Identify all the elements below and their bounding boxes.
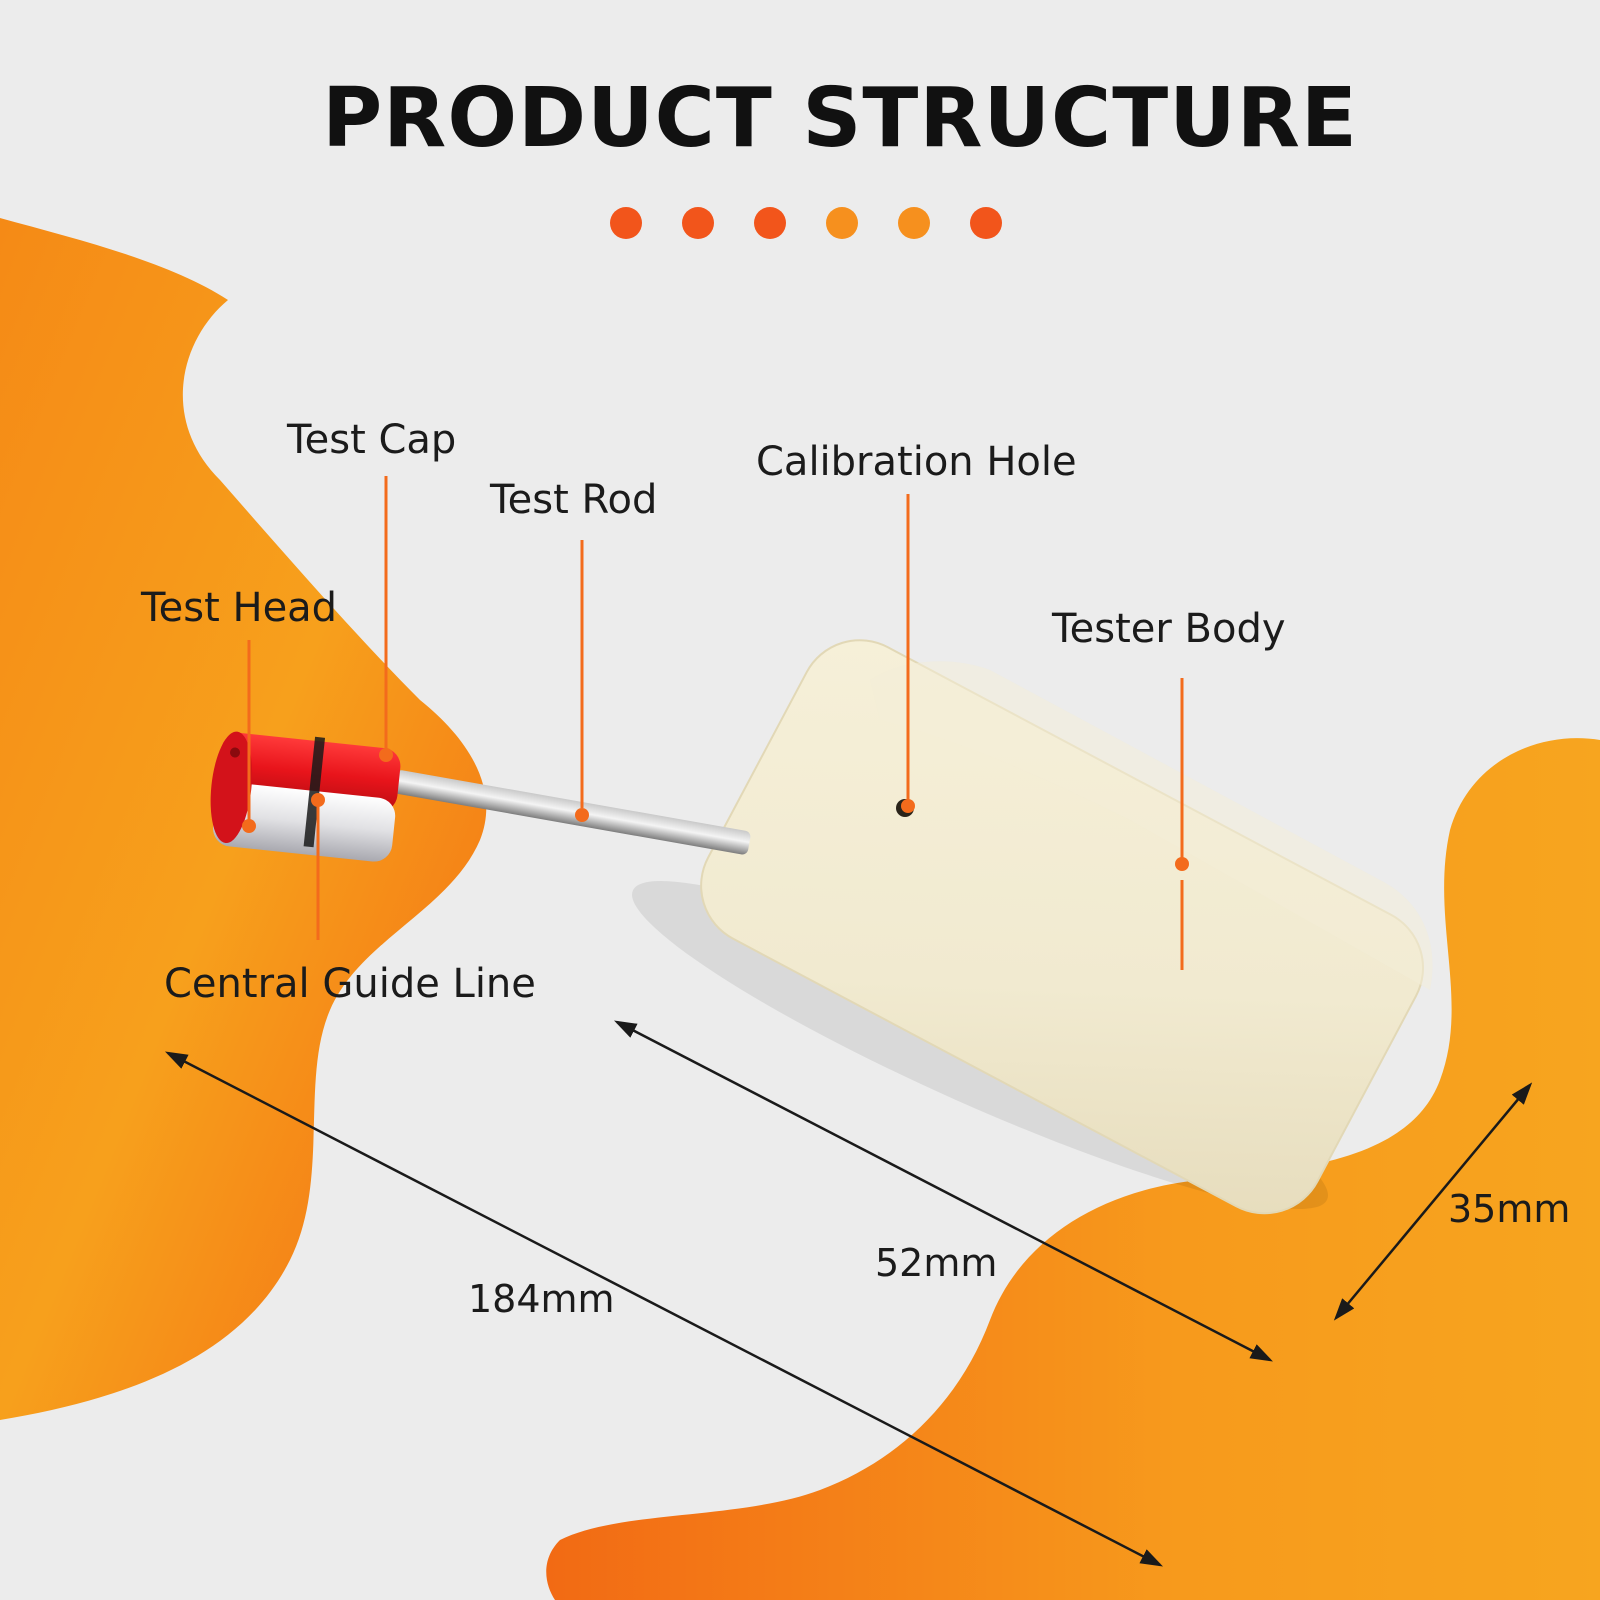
- body-length-arrow: [614, 1020, 1273, 1362]
- label-calibration-hole: Calibration Hole: [756, 439, 1077, 485]
- label-central-guide-line: Central Guide Line: [164, 961, 536, 1007]
- dimension-body-width: 35mm: [1448, 1187, 1571, 1231]
- tester-body-dot: [1175, 857, 1189, 871]
- decoration-dot: [826, 207, 858, 239]
- calibration-hole-dot: [901, 799, 915, 813]
- central-guide-line-dot: [311, 793, 325, 807]
- test-rod-dot: [575, 808, 589, 822]
- decoration-dot: [610, 207, 642, 239]
- tester-body-top-face: [870, 661, 1433, 990]
- leader-lines: [247, 476, 1184, 970]
- title-decoration-dots: [610, 207, 1010, 241]
- label-test-head: Test Head: [141, 585, 338, 631]
- leader-dots: [242, 748, 1189, 871]
- dimension-overall-length: 184mm: [468, 1277, 615, 1321]
- label-test-cap: Test Cap: [287, 417, 457, 463]
- decoration-dot: [754, 207, 786, 239]
- test-rod: [393, 770, 751, 855]
- test-head-assembly: [210, 731, 401, 862]
- decoration-dot: [682, 207, 714, 239]
- dimension-body-length: 52mm: [875, 1241, 998, 1285]
- decoration-dot: [898, 207, 930, 239]
- decoration-dot: [970, 207, 1002, 239]
- test-cap-dot: [379, 748, 393, 762]
- label-tester-body: Tester Body: [1052, 606, 1286, 652]
- orange-blob-right: [546, 738, 1600, 1600]
- label-test-rod: Test Rod: [490, 477, 658, 523]
- test-head-dot: [242, 819, 256, 833]
- dimension-arrows: [165, 1020, 1533, 1567]
- body-width-arrow: [1333, 1082, 1533, 1321]
- page-title: PRODUCT STRUCTURE: [322, 71, 1358, 166]
